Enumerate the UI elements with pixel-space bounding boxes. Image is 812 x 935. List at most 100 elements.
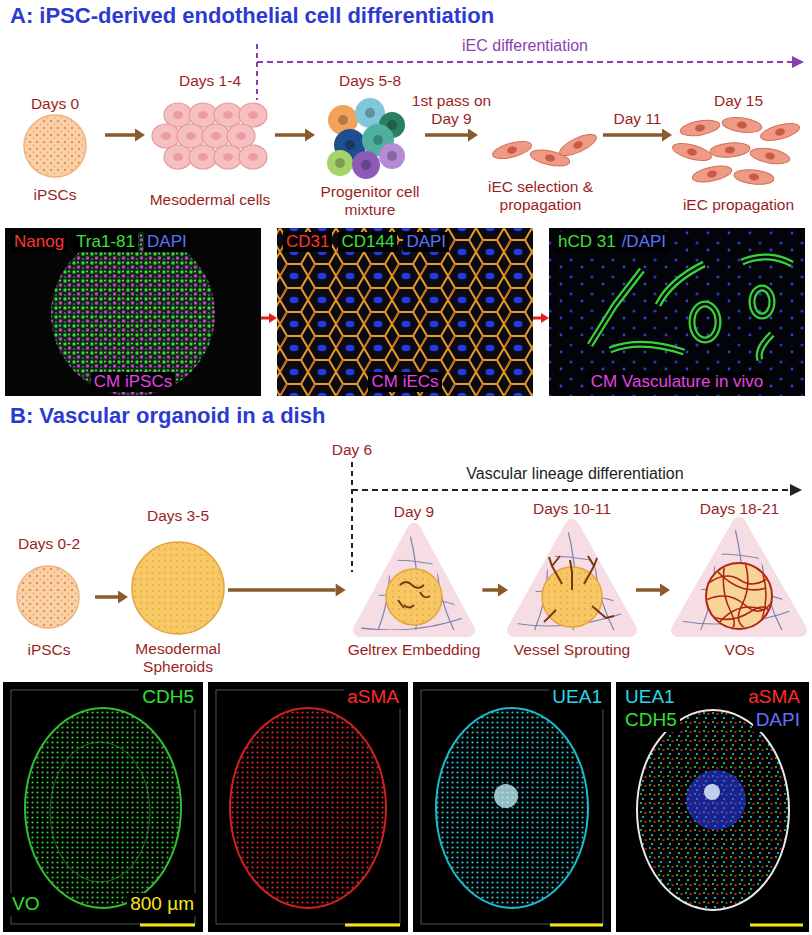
- edge-label: Day 11: [612, 110, 664, 129]
- mesoderm-cells-icon: [239, 103, 267, 127]
- uea1-organoid-image: [494, 784, 518, 808]
- arrow-shaft: [603, 133, 662, 137]
- stage-label: Geltrex Embedding: [348, 641, 481, 660]
- mesoderm-spheroid-icon: [133, 543, 223, 633]
- channel-label: UEA1: [622, 686, 678, 709]
- mesoderm-cells-icon: [214, 103, 242, 127]
- progenitor-mixture-icon: [327, 98, 405, 179]
- stage-step: Days 18-21VOs: [670, 500, 809, 660]
- vascular-organoid-icon: [706, 575, 772, 585]
- arrow-shaft: [95, 595, 118, 599]
- vascular-organoid-icon: [706, 562, 774, 630]
- vessel-sprouting-icon: [502, 521, 642, 636]
- text-row: UEA1: [419, 686, 605, 709]
- iec-selection-icon: [491, 130, 599, 169]
- stage-label: Days 0-2: [18, 535, 80, 554]
- text-row: Mesodermal Spheroids: [128, 640, 228, 677]
- vessel-sprouting-icon: [549, 557, 562, 584]
- vasculature-micrograph: [590, 257, 792, 360]
- flow-arrow: [533, 313, 549, 323]
- spacer: [11, 252, 255, 371]
- iec-propagation-icon: [671, 115, 801, 186]
- progenitor-mixture-icon: [365, 108, 375, 118]
- arrow-shaft: [261, 317, 269, 320]
- text-row: CD31CD144DAPI: [283, 232, 527, 252]
- vessel-sprouting-icon: [514, 526, 630, 630]
- arrow-shaft: [425, 133, 468, 137]
- vasculature-micrograph: [549, 228, 805, 396]
- text-row: UEA1aSMA: [622, 686, 803, 709]
- stage-label: Day 9: [394, 503, 435, 522]
- mesoderm-cells-icon: [189, 103, 217, 127]
- spacer: [145, 91, 275, 192]
- geltrex-embedding-icon: [386, 569, 442, 625]
- stage-step: Day 9 Geltrex Embedding: [346, 503, 483, 660]
- ipsc-colony-icon: [17, 566, 79, 628]
- organoid-panel: CDH5VO800 µm: [3, 682, 203, 932]
- stage-label: Days 0: [31, 95, 79, 114]
- progenitor-mixture-icon: [352, 151, 380, 179]
- text-row: iPSCs: [5, 186, 105, 205]
- arrow-head: [541, 313, 549, 323]
- timeline-label: iEC differentiation: [462, 36, 588, 55]
- merged-organoid-image: [750, 924, 803, 927]
- cdh5-organoid-image: [140, 924, 195, 927]
- text-row: VO800 µm: [9, 893, 197, 916]
- spacer: [128, 526, 228, 640]
- channel-label: DAPI: [753, 709, 803, 732]
- stage-label: Days 10-11: [533, 500, 611, 519]
- uea1-organoid-image: [436, 708, 588, 908]
- arrow-shaft: [105, 133, 135, 137]
- spacer: [670, 519, 809, 642]
- iec-propagation-icon: [679, 118, 721, 139]
- ipsc-colony-icon: [25, 116, 85, 176]
- arrow-shaft: [275, 133, 305, 137]
- cdh5-organoid-image: [25, 708, 181, 908]
- flow-arrow: [228, 584, 346, 597]
- geltrex-embedding-icon: [398, 600, 404, 608]
- mesoderm-cells-icon: [177, 124, 205, 148]
- panel-title: B: Vascular organoid in a dish: [10, 403, 325, 429]
- progenitor-mixture-icon: [361, 160, 371, 170]
- vascular-organoid-icon: [669, 519, 809, 634]
- channel-label: Nanog: [11, 232, 67, 252]
- stage-label: Mesodermal Spheroids: [128, 640, 228, 677]
- merged-organoid-image: [704, 784, 720, 800]
- channel-label: DAPI: [144, 232, 190, 252]
- vasculature-micrograph: [549, 228, 805, 396]
- differentiation-timeline: [257, 61, 802, 63]
- iec-propagation-icon: [721, 115, 763, 134]
- channel-label: hCD 31: [555, 232, 619, 252]
- progenitor-mixture-icon: [335, 108, 397, 170]
- stage-label: Days 5-8: [339, 72, 401, 91]
- progenitor-mixture-icon: [327, 150, 353, 176]
- stage-step: Days 1-4Mesodermal cells: [145, 72, 275, 210]
- flow-arrow: [261, 313, 277, 323]
- arrow-head: [269, 313, 277, 323]
- ipsc-colony-icon: [24, 115, 86, 177]
- vasculature-micrograph: [590, 257, 792, 360]
- cdh5-organoid-image: [11, 690, 195, 924]
- ipsc-colony-icon: [18, 567, 78, 627]
- asma-organoid-image: [208, 682, 408, 932]
- asma-organoid-image: [230, 708, 386, 908]
- iec-propagation-icon: [749, 146, 791, 167]
- text-row: VOs: [670, 641, 809, 660]
- geltrex-embedding-icon: [344, 525, 484, 640]
- stage-step: Days 0 iPSCs: [5, 95, 105, 205]
- ipsc-colony-icon: [17, 566, 79, 628]
- channel-label: /DAPI: [619, 232, 669, 252]
- vascular-organoid-icon: [738, 562, 750, 630]
- iec-micrograph: [277, 228, 533, 396]
- text-row: Day 15: [672, 92, 805, 111]
- text-row: CDH5DAPI: [622, 709, 803, 732]
- panel-title: A: iPSC-derived endothelial cell differe…: [10, 3, 494, 29]
- progenitor-mixture-icon: [335, 158, 345, 168]
- text-row: Days 18-21: [670, 500, 809, 519]
- iec-propagation-icon: [671, 140, 713, 164]
- text-row: Days 10-11: [508, 500, 636, 519]
- channel-label: DAPI: [403, 232, 449, 252]
- text-row: CDH5: [9, 686, 197, 709]
- iec-micrograph: [277, 228, 533, 396]
- stage-label: iEC selection & propagation: [478, 178, 603, 215]
